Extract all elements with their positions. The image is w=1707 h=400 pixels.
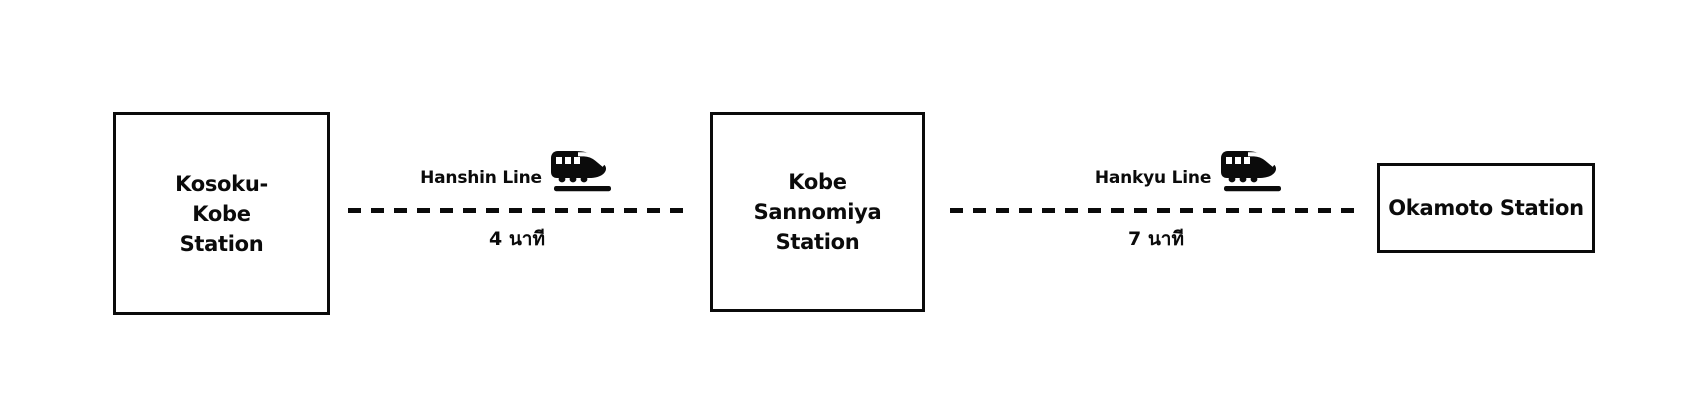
- station-box-kosoku-kobe: Kosoku- Kobe Station: [113, 112, 330, 315]
- route-dashed-line-hankyu: [950, 208, 1362, 213]
- train-icon: [549, 149, 612, 193]
- station-box-okamoto: Okamoto Station: [1377, 163, 1595, 253]
- station-name-line: Kosoku-: [175, 171, 268, 196]
- station-name-line: Kobe: [788, 170, 847, 194]
- station-name-line: Station: [775, 230, 860, 254]
- duration-label: 7 นาที: [1127, 228, 1185, 250]
- station-box-kobe-sannomiya: Kobe Sannomiya Station: [710, 112, 925, 312]
- train-icon: [1219, 149, 1282, 193]
- station-name-line: Station: [179, 231, 264, 256]
- station-name-line: Kobe: [192, 201, 251, 226]
- route-dashed-line-hanshin: [348, 208, 683, 213]
- line-name-label: Hanshin Line: [420, 168, 542, 188]
- station-name-line: Sannomiya: [753, 200, 882, 224]
- duration-label: 4 นาที: [488, 228, 546, 250]
- line-name-label: Hankyu Line: [1094, 168, 1212, 188]
- station-name-line: Okamoto Station: [1388, 196, 1584, 220]
